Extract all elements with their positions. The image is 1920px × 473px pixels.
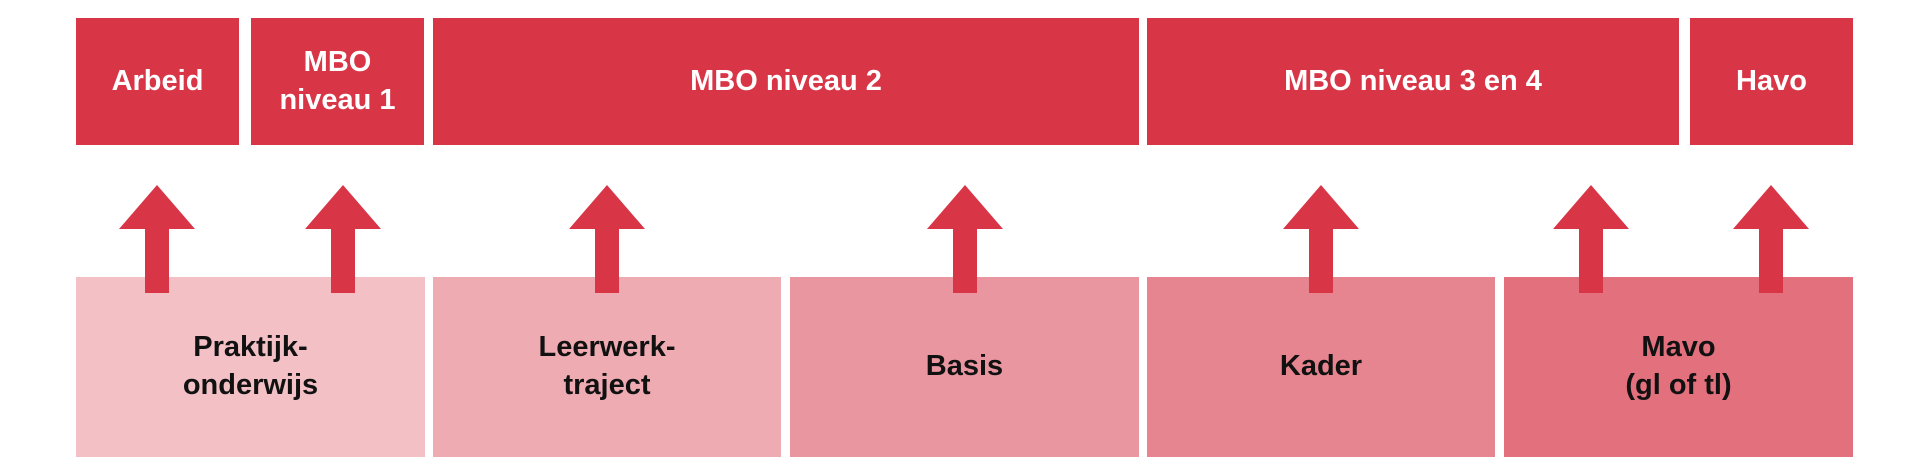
source-label: Kader xyxy=(1279,350,1363,383)
arrow-up-icon xyxy=(1733,185,1809,293)
source-label: Mavo (gl of tl) xyxy=(1625,331,1732,401)
target-arbeid: Arbeid xyxy=(76,18,239,145)
arrow-up-icon xyxy=(569,185,645,293)
target-mbo-niveau-3-en-4: MBO niveau 3 en 4 xyxy=(1147,18,1679,145)
target-mbo-niveau-1: MBO niveau 1 xyxy=(251,18,424,145)
arrow-up-icon xyxy=(305,185,381,293)
target-label: Arbeid xyxy=(111,64,204,97)
source-kader: Kader xyxy=(1147,277,1495,457)
source-leerwerktraject: Leerwerk- traject xyxy=(433,277,781,457)
target-label: Havo xyxy=(1736,64,1807,97)
target-mbo-niveau-2: MBO niveau 2 xyxy=(433,18,1139,145)
source-praktijkonderwijs: Praktijk- onderwijs xyxy=(76,277,425,457)
source-label: Basis xyxy=(925,350,1004,383)
target-havo: Havo xyxy=(1690,18,1853,145)
arrow-up-icon xyxy=(1283,185,1359,293)
target-label: MBO niveau 3 en 4 xyxy=(1284,64,1542,97)
source-label: Leerwerk- traject xyxy=(538,331,676,401)
arrow-up-icon xyxy=(927,185,1003,293)
source-basis: Basis xyxy=(790,277,1139,457)
source-mavo: Mavo (gl of tl) xyxy=(1504,277,1853,457)
arrow-up-icon xyxy=(119,185,195,293)
target-label: MBO niveau 1 xyxy=(279,45,396,116)
arrow-up-icon xyxy=(1553,185,1629,293)
target-label: MBO niveau 2 xyxy=(690,64,882,97)
source-label: Praktijk- onderwijs xyxy=(182,331,319,401)
